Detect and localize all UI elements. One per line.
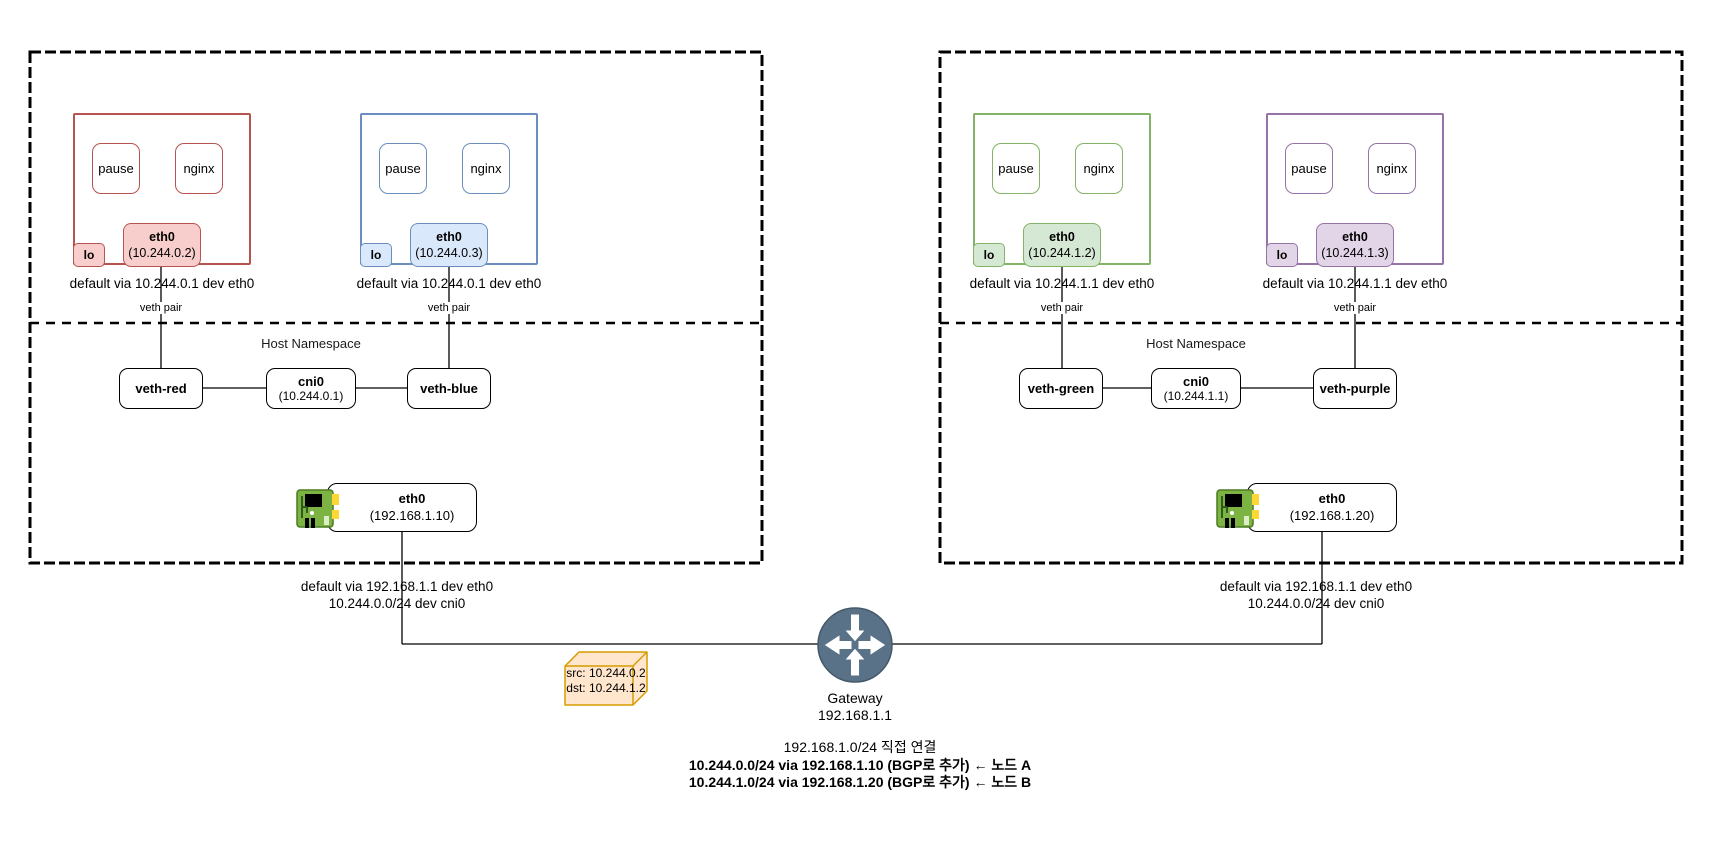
routing-table-line: 192.168.1.0/24 직접 연결 [783, 739, 937, 755]
cni0-bridge-box: cni0 (10.244.1.1) [1151, 368, 1241, 409]
veth-pair-label: veth pair [1330, 302, 1380, 314]
veth-pair-label: veth pair [136, 302, 186, 314]
veth-green-box: veth-green [1019, 368, 1103, 409]
container-box-pause: pause [1285, 143, 1333, 194]
pod-default-route: default via 10.244.1.1 dev eth0 [969, 276, 1155, 291]
gateway-label: Gateway 192.168.1.1 [818, 690, 892, 724]
container-label: pause [998, 161, 1034, 176]
lo-interface: lo [1266, 243, 1298, 267]
host-namespace-label: Host Namespace [261, 336, 361, 351]
container-label: nginx [470, 161, 502, 176]
iface-ip: (10.244.0.2) [128, 246, 196, 260]
bridge-ip: (10.244.0.1) [278, 389, 344, 404]
iface-name: eth0 [1342, 229, 1368, 244]
iface-ip: (10.244.1.3) [1321, 246, 1389, 260]
node-b-host-routes: default via 192.168.1.1 dev eth0 10.244.… [1220, 578, 1412, 612]
nic-eth0-box: eth0 (192.168.1.10) [327, 483, 477, 532]
host-route: 10.244.0.0/24 dev cni0 [1247, 596, 1385, 611]
nic-iface-name: eth0 [1318, 490, 1346, 506]
container-box-nginx: nginx [1075, 143, 1123, 194]
container-box-pause: pause [992, 143, 1040, 194]
host-namespace-label: Host Namespace [1146, 336, 1246, 351]
veth-purple-box: veth-purple [1313, 368, 1397, 409]
iface-name: eth0 [1049, 229, 1075, 244]
pod-red: pause nginx eth0 (10.244.0.2) lo [73, 113, 251, 267]
pod-green: pause nginx eth0 (10.244.1.2) lo [973, 113, 1151, 267]
container-box-nginx: nginx [462, 143, 510, 194]
veth-pair-label: veth pair [424, 302, 474, 314]
nic-iface-ip: (192.168.1.20) [1289, 507, 1375, 523]
container-label: pause [385, 161, 421, 176]
container-label: nginx [183, 161, 215, 176]
pod-blue: pause nginx eth0 (10.244.0.3) lo [360, 113, 538, 267]
gateway-routing-table: 192.168.1.0/24 직접 연결 10.244.0.0/24 via 1… [689, 739, 1031, 792]
nic-iface-name: eth0 [398, 490, 426, 506]
container-box-pause: pause [92, 143, 140, 194]
container-label: pause [98, 161, 134, 176]
gateway-ip: 192.168.1.1 [818, 707, 892, 723]
pod-eth0-interface: eth0 (10.244.1.2) [1023, 223, 1101, 267]
host-route: 10.244.0.0/24 dev cni0 [328, 596, 466, 611]
bridge-ip: (10.244.1.1) [1163, 389, 1229, 404]
iface-ip: (10.244.1.2) [1028, 246, 1096, 260]
container-label: pause [1291, 161, 1327, 176]
router-icon [817, 607, 893, 683]
lo-interface: lo [360, 243, 392, 267]
cni0-bridge-box: cni0 (10.244.0.1) [266, 368, 356, 409]
packet-src: src: 10.244.0.2 [566, 666, 646, 680]
packet-dst: dst: 10.244.1.2 [566, 681, 646, 695]
pod-eth0-interface: eth0 (10.244.1.3) [1316, 223, 1394, 267]
routing-table-line: 10.244.1.0/24 via 192.168.1.20 (BGP로 추가)… [688, 774, 1032, 790]
pod-default-route: default via 10.244.0.1 dev eth0 [69, 276, 255, 291]
node-b-boundary [938, 50, 1684, 565]
packet-icon [564, 651, 648, 706]
nic-card-icon [1216, 485, 1262, 531]
pod-purple: pause nginx eth0 (10.244.1.3) lo [1266, 113, 1444, 267]
veth-pair-label: veth pair [1037, 302, 1087, 314]
pod-default-route: default via 10.244.0.1 dev eth0 [356, 276, 542, 291]
iface-ip: (10.244.0.3) [415, 246, 483, 260]
iface-name: eth0 [436, 229, 462, 244]
veth-red-box: veth-red [119, 368, 203, 409]
host-route: default via 192.168.1.1 dev eth0 [1219, 579, 1413, 594]
node-a-host-routes: default via 192.168.1.1 dev eth0 10.244.… [301, 578, 493, 612]
lo-interface: lo [973, 243, 1005, 267]
container-box-nginx: nginx [175, 143, 223, 194]
container-box-pause: pause [379, 143, 427, 194]
nic-iface-ip: (192.168.1.10) [369, 507, 455, 523]
iface-name: eth0 [149, 229, 175, 244]
pod-default-route: default via 10.244.1.1 dev eth0 [1262, 276, 1448, 291]
container-label: nginx [1376, 161, 1408, 176]
container-label: nginx [1083, 161, 1115, 176]
bridge-name: cni0 [1182, 373, 1209, 389]
node-a-boundary [28, 50, 764, 565]
container-box-nginx: nginx [1368, 143, 1416, 194]
lo-interface: lo [73, 243, 105, 267]
host-route: default via 192.168.1.1 dev eth0 [300, 579, 494, 594]
pod-eth0-interface: eth0 (10.244.0.2) [123, 223, 201, 267]
nic-card-icon [296, 485, 342, 531]
nic-eth0-box: eth0 (192.168.1.20) [1247, 483, 1397, 532]
packet-addresses: src: 10.244.0.2 dst: 10.244.1.2 [566, 666, 645, 696]
bridge-name: cni0 [297, 373, 324, 389]
gateway-name: Gateway [827, 690, 883, 706]
pod-eth0-interface: eth0 (10.244.0.3) [410, 223, 488, 267]
routing-table-line: 10.244.0.0/24 via 192.168.1.10 (BGP로 추가)… [688, 756, 1032, 773]
veth-blue-box: veth-blue [407, 368, 491, 409]
